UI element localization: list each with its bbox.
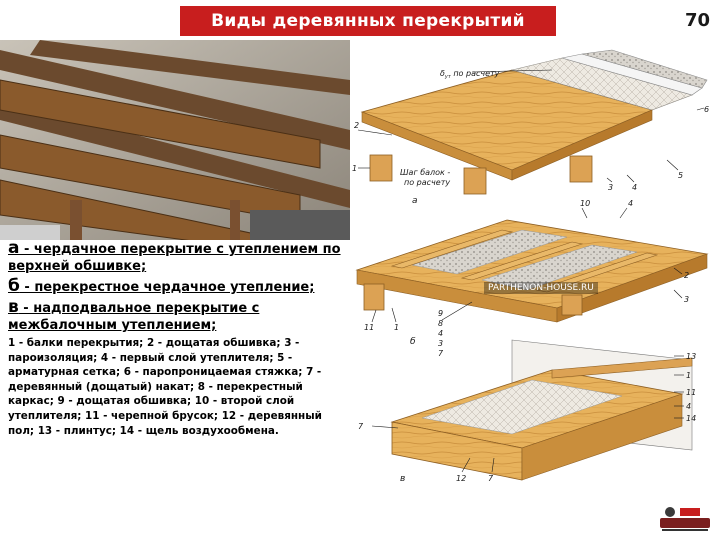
label-b-4b: 4 <box>438 329 443 338</box>
label-c-4: 4 <box>686 402 691 411</box>
page-title: Виды деревянных перекрытий <box>180 6 556 36</box>
label-c-11: 11 <box>686 388 696 397</box>
label-a-delta: δут по расчету <box>440 69 500 80</box>
label-b-4: 4 <box>628 199 633 208</box>
label-a-1: 1 <box>352 164 357 173</box>
label-a-step2: по расчету <box>404 178 450 187</box>
label-b-7: 7 <box>438 349 444 358</box>
label-c-7: 7 <box>358 422 364 431</box>
label-a-5: 5 <box>678 171 683 180</box>
label-c-12: 12 <box>456 474 466 483</box>
item-b-text: - перекрестное чердачное утепление; <box>19 280 315 295</box>
description-box: а - чердачное перекрытие с утеплением по… <box>0 240 352 520</box>
label-a-step1: Шаг балок - <box>400 168 450 177</box>
item-c-text: - надподвальное перекрытие с межбалочным… <box>8 301 260 333</box>
legend-text: 1 - балки перекрытия; 2 - дощатая обшивк… <box>8 337 322 437</box>
item-b-letter: б <box>8 276 20 296</box>
label-a-6: 6 <box>704 105 709 114</box>
page-number: 70 <box>684 10 710 31</box>
label-a-4: 4 <box>632 183 637 192</box>
label-c-14: 14 <box>686 414 696 423</box>
item-a-text: - чердачное перекрытие с утеплением по в… <box>8 242 341 274</box>
diagram-a: 2 1 3 4 5 6 δут по расчету Шаг балок - п… <box>352 49 709 206</box>
label-c-13: 13 <box>686 352 696 361</box>
builder-logo-icon <box>658 502 712 534</box>
label-a-2: 2 <box>354 121 359 130</box>
item-a: а - чердачное перекрытие с утеплением по… <box>0 240 352 275</box>
label-b-3b: 3 <box>438 339 443 348</box>
diagram-c: 13 1 11 4 14 7 12 7 в <box>358 339 696 484</box>
item-c: в - надподвальное перекрытие с межбалочн… <box>0 299 352 334</box>
ceiling-beams-photo <box>0 40 350 250</box>
watermark: PARTHENON-HOUSE.RU <box>484 282 598 294</box>
label-b-10: 10 <box>580 199 590 208</box>
label-b-11: 11 <box>364 323 374 332</box>
label-b-9: 9 <box>438 309 443 318</box>
item-c-letter: в <box>8 297 19 317</box>
label-b-1: 1 <box>394 323 399 332</box>
floor-construction-diagram: 2 1 3 4 5 6 δут по расчету Шаг балок - п… <box>352 40 720 495</box>
label-a-letter: а <box>412 196 418 206</box>
label-b-letter: б <box>410 337 416 347</box>
label-c-1: 1 <box>686 371 691 380</box>
label-a-3: 3 <box>608 183 613 192</box>
label-b-8: 8 <box>438 319 443 328</box>
item-a-letter: а <box>8 238 20 258</box>
label-c-letter: в <box>400 474 405 484</box>
label-c-7b: 7 <box>488 474 494 483</box>
label-b-2: 2 <box>684 271 689 280</box>
label-b-3: 3 <box>684 295 689 304</box>
diagram-b: 10 4 2 3 11 1 9 8 4 3 7 б <box>355 199 709 358</box>
item-b: б - перекрестное чердачное утепление; <box>0 278 352 296</box>
